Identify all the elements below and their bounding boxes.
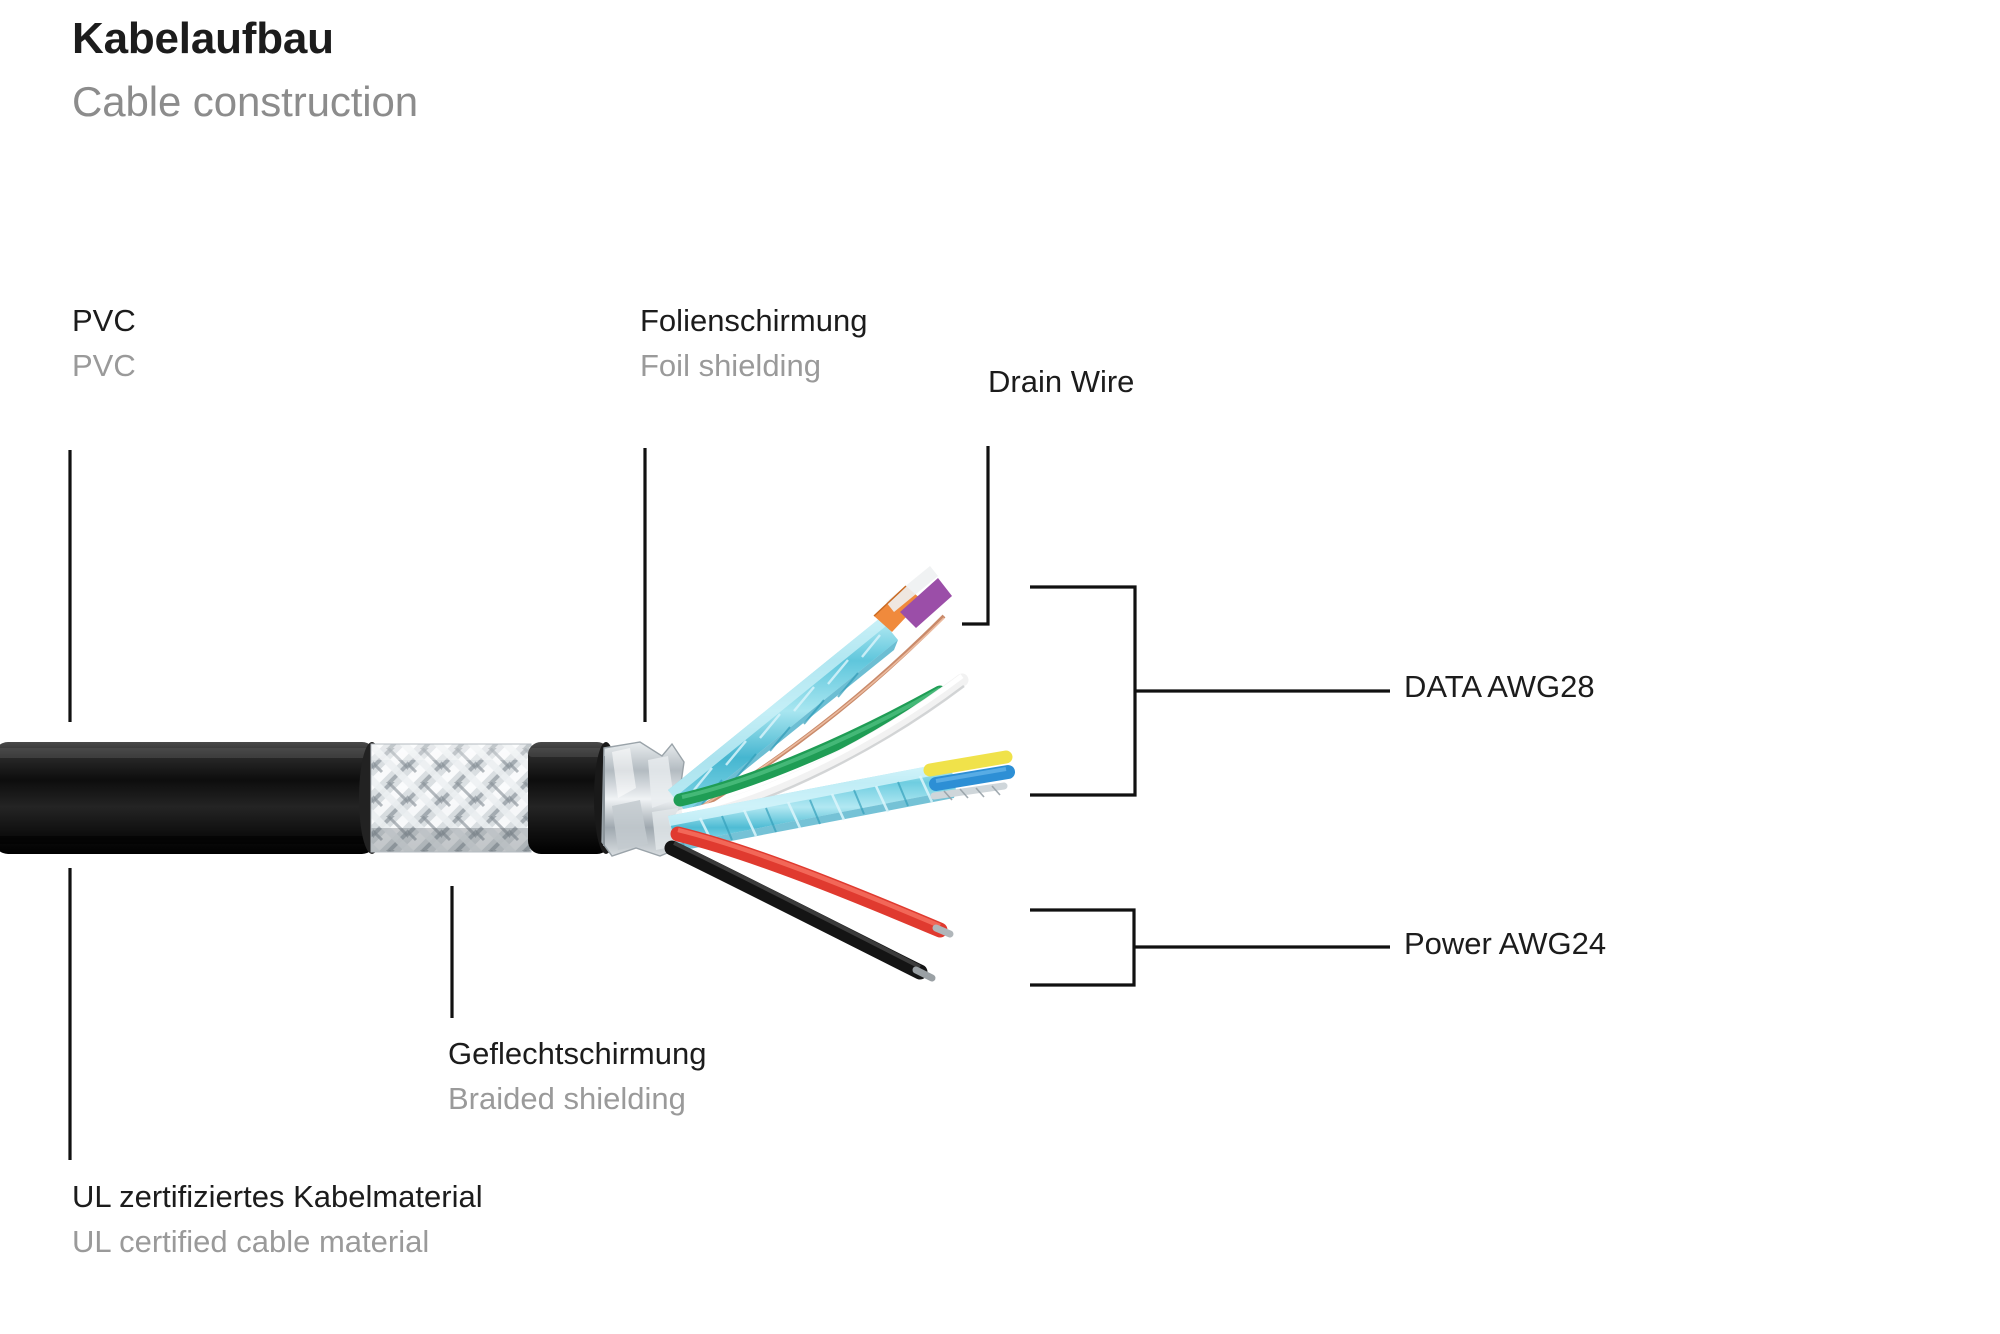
bracket-power bbox=[1030, 908, 1390, 987]
callout-drain-de: Drain Wire bbox=[988, 364, 1135, 399]
callout-foil-de: Folienschirmung bbox=[640, 303, 868, 338]
callout-pvc-en: PVC bbox=[72, 347, 136, 383]
callout-data-de: DATA AWG28 bbox=[1404, 669, 1595, 704]
callout-pvc: PVC PVC bbox=[72, 299, 136, 389]
callout-power-de: Power AWG24 bbox=[1404, 926, 1607, 961]
wire-red bbox=[670, 826, 948, 938]
page-subtitle: Cable construction bbox=[72, 78, 419, 125]
wire-green bbox=[673, 685, 947, 807]
callout-foil-en: Foil shielding bbox=[640, 347, 821, 383]
callout-ul-material: UL zertifiziertes Kabelmaterial UL certi… bbox=[72, 1175, 483, 1265]
callout-braid-de: Geflechtschirmung bbox=[448, 1036, 707, 1071]
leader-line-drain bbox=[962, 446, 990, 626]
callout-braid-en: Braided shielding bbox=[448, 1080, 686, 1116]
data-pair-lower bbox=[668, 750, 1015, 852]
bracket-data bbox=[1030, 585, 1390, 797]
callout-drain-wire: Drain Wire bbox=[988, 360, 1134, 405]
wire-black bbox=[664, 840, 928, 980]
callout-power-awg: Power AWG24 bbox=[1404, 922, 1606, 967]
callout-ul-de: UL zertifiziertes Kabelmaterial bbox=[72, 1179, 483, 1214]
callout-pvc-de: PVC bbox=[72, 303, 136, 338]
wire-blue bbox=[929, 765, 1015, 791]
callout-foil-shielding: Folienschirmung Foil shielding bbox=[640, 299, 867, 389]
callout-ul-en: UL certified cable material bbox=[72, 1223, 430, 1259]
data-pair-upper bbox=[668, 566, 952, 820]
callout-braided-shielding: Geflechtschirmung Braided shielding bbox=[448, 1032, 706, 1122]
callout-data-awg: DATA AWG28 bbox=[1404, 665, 1595, 710]
wire-yellow bbox=[923, 750, 1013, 777]
page-title: Kabelaufbau bbox=[72, 14, 334, 63]
cable-body bbox=[0, 566, 1015, 982]
pvc-jacket bbox=[0, 742, 385, 854]
foil-shielding-collar bbox=[601, 741, 691, 857]
braided-shielding bbox=[370, 743, 532, 853]
wire-purple bbox=[900, 578, 952, 628]
